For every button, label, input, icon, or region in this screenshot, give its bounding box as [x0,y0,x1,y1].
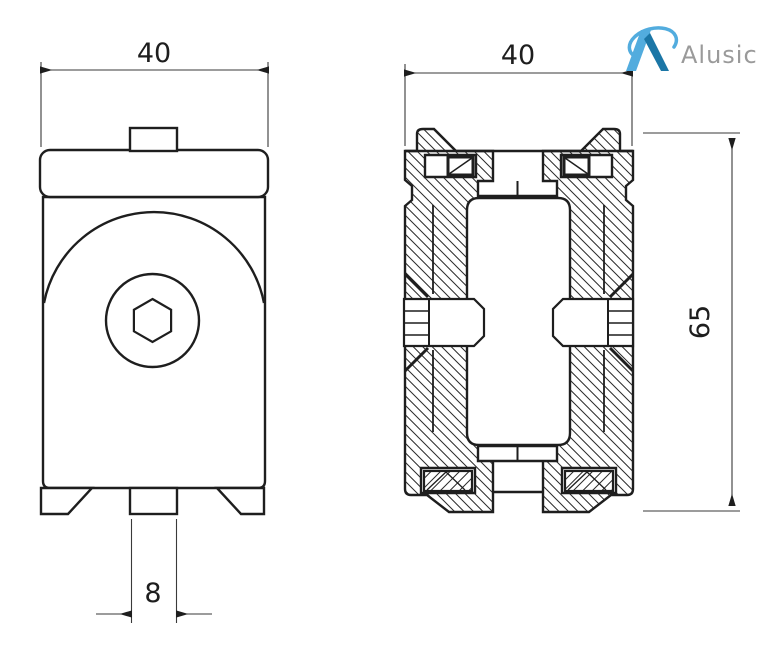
section-clamp-screw-right [551,297,635,348]
front-dome-arc [42,210,266,304]
front-foot-tab [128,486,179,516]
dim-label-front-width: 40 [137,38,171,69]
dim-label-front-slot: 8 [144,578,161,609]
section-inner-fins [432,205,605,432]
section-view [402,127,635,514]
front-view [38,126,270,516]
dimension-section-height [643,132,740,512]
front-foot-left [39,486,95,516]
section-foot-insert-right [563,469,615,493]
section-foot-insert-left [422,469,474,493]
alusic-logo: Alusic [626,26,758,71]
front-foot-right [214,486,266,516]
front-top-tab [128,126,179,153]
section-set-screw-right [562,155,591,177]
section-vnotch-lines [403,272,635,373]
dimension-section-width [403,64,634,146]
dim-label-section-height: 65 [685,305,716,339]
section-clamp-screw-left [402,297,486,348]
alusic-logo-icon [626,26,679,71]
front-top-cap [38,148,270,199]
alusic-logo-text: Alusic [681,41,758,69]
front-screw-boss [104,272,201,369]
dimension-front-width [39,62,270,147]
section-material [403,127,635,514]
dim-label-section-width: 40 [501,40,535,71]
section-set-screw-left [446,155,475,177]
hex-socket [132,297,173,344]
dimension-front-slot [96,519,212,623]
